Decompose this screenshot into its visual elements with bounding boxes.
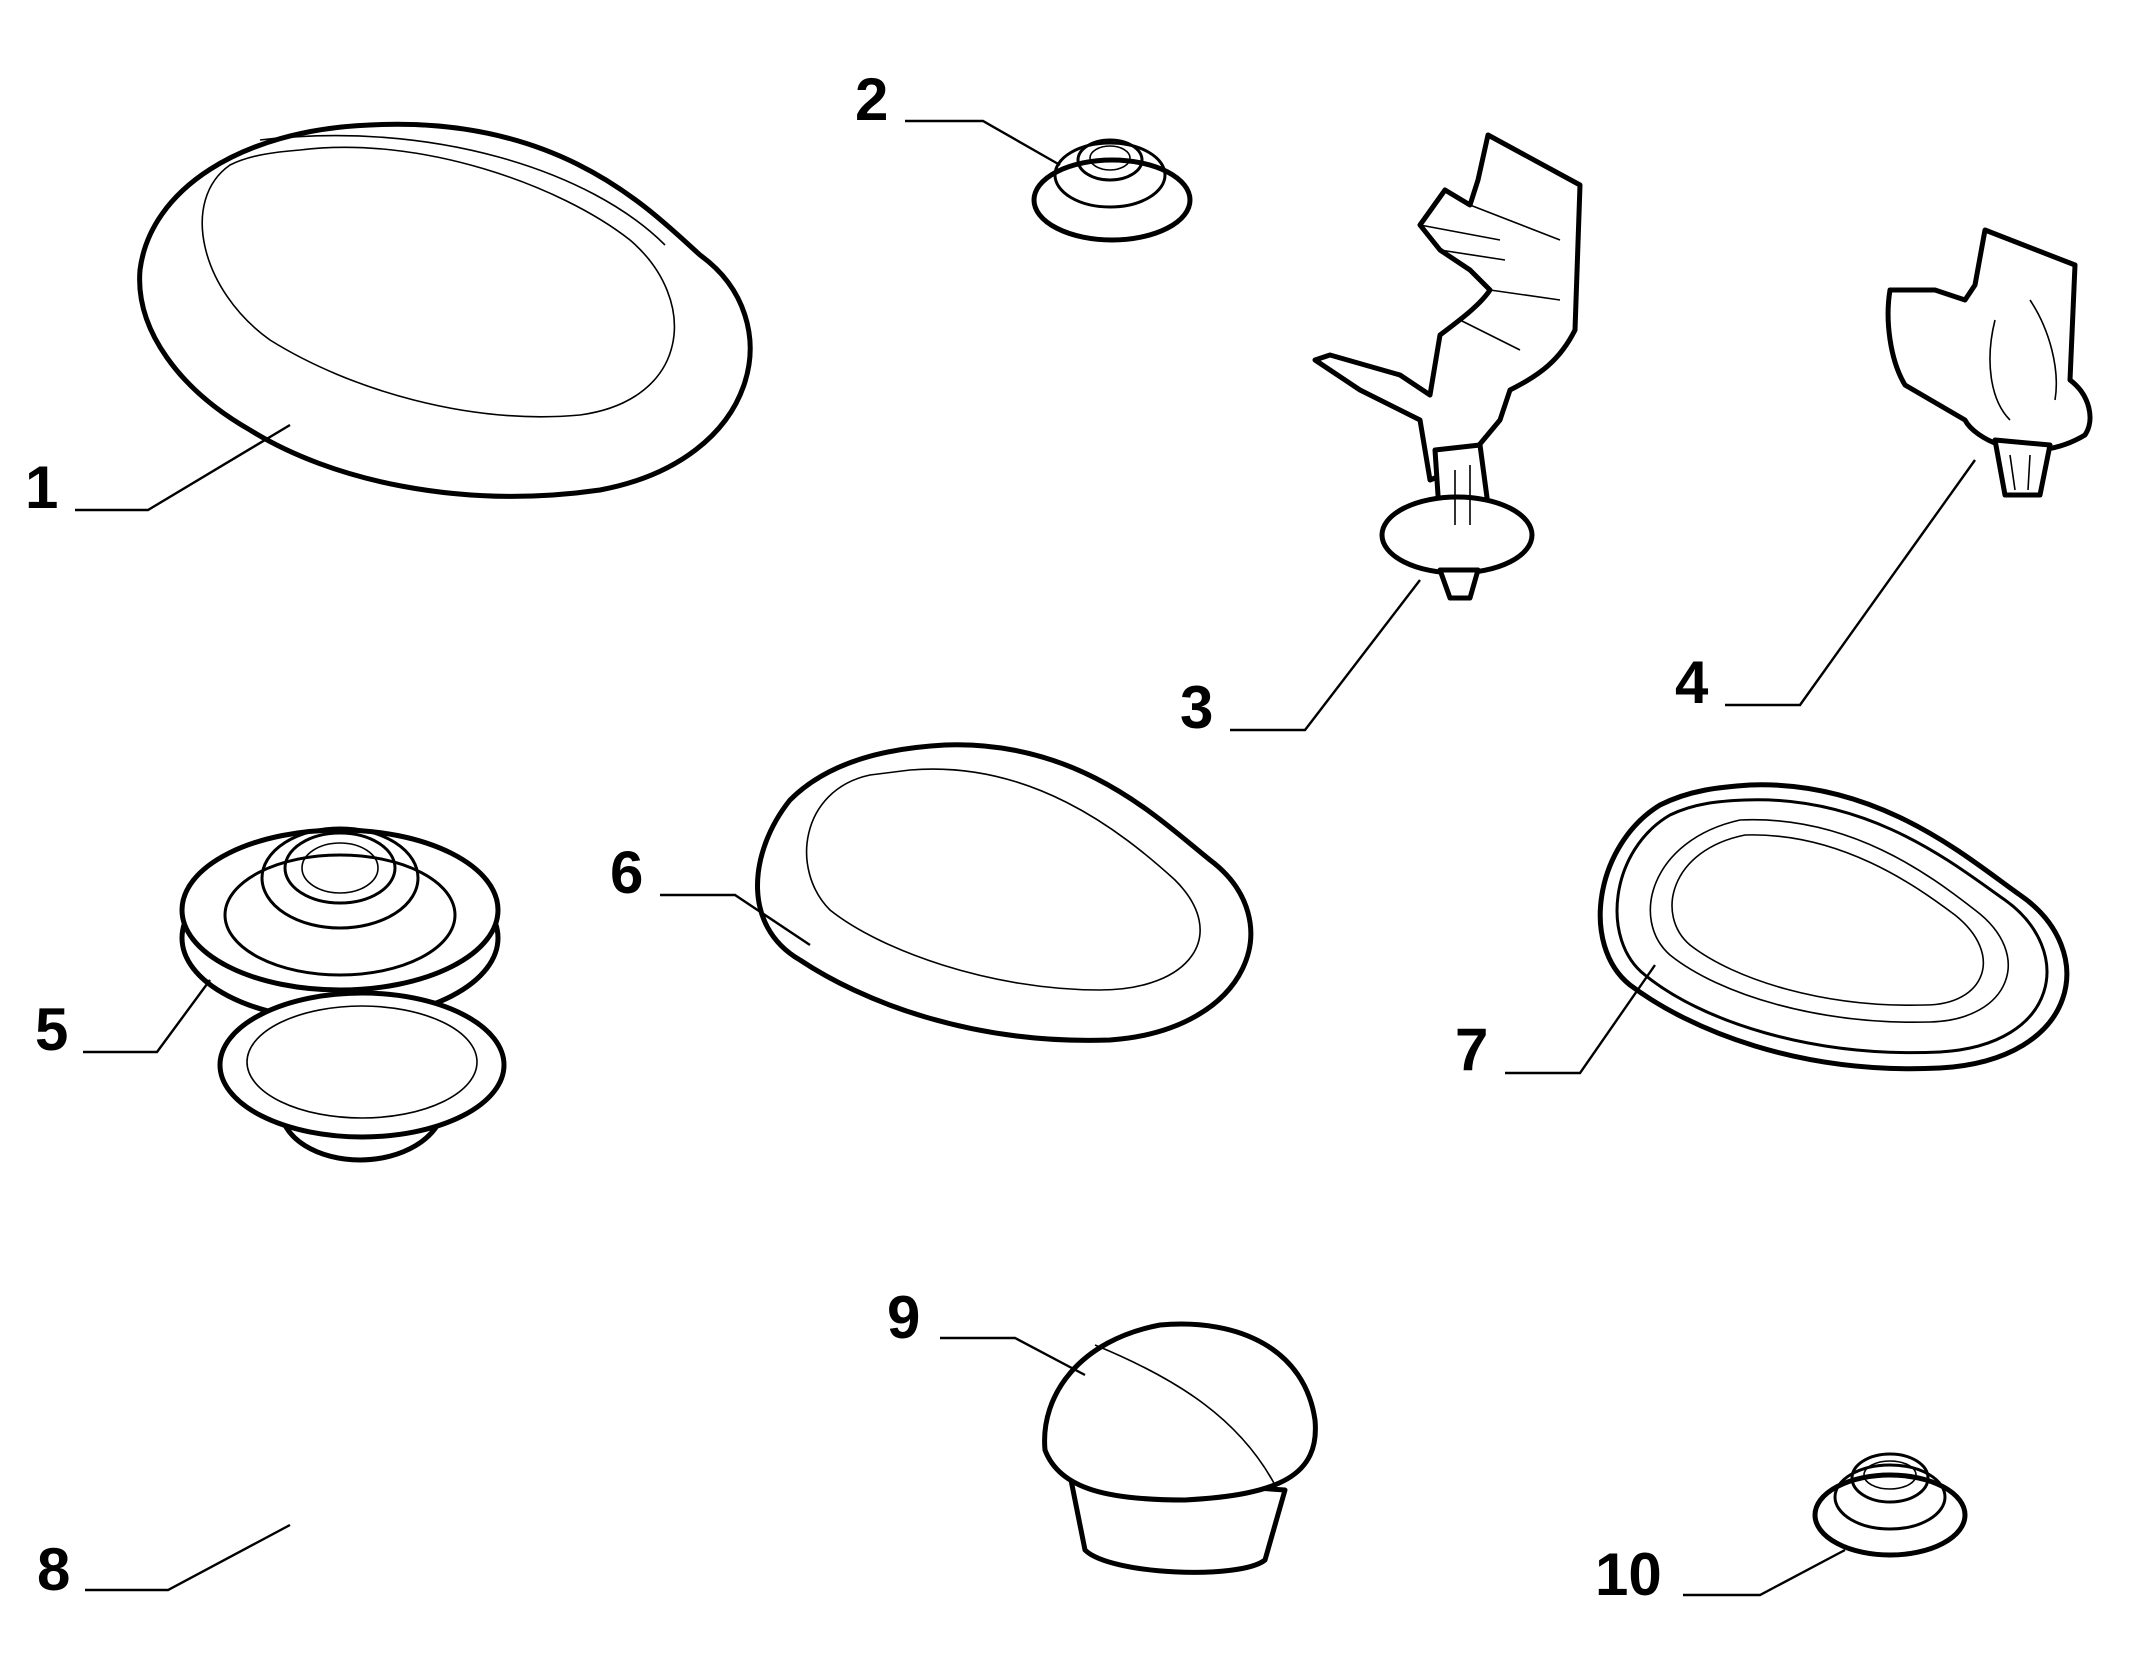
callout-1: 1 bbox=[25, 454, 58, 521]
part-1-oval-plug bbox=[137, 121, 753, 499]
leader-4 bbox=[1725, 459, 1976, 707]
leader-9 bbox=[940, 1336, 1086, 1377]
callout-8: 8 bbox=[37, 1536, 70, 1603]
part-9-mushroom-cap bbox=[1042, 1321, 1318, 1575]
part-6-oval-plug bbox=[755, 742, 1254, 1043]
part-3-pipe-clip bbox=[1312, 132, 1583, 601]
part-10-small-grommet bbox=[1812, 1452, 1968, 1558]
leader-2 bbox=[905, 119, 1061, 167]
leader-6 bbox=[660, 893, 811, 946]
callout-6: 6 bbox=[610, 839, 643, 906]
callout-10: 10 bbox=[1595, 1541, 1662, 1608]
leader-7 bbox=[1505, 964, 1656, 1075]
callout-5: 5 bbox=[35, 996, 68, 1063]
part-4-tube-clip bbox=[1885, 227, 2093, 498]
callout-9: 9 bbox=[887, 1284, 920, 1351]
part-5-stepped-grommet bbox=[179, 826, 501, 1023]
part-2-small-grommet bbox=[1031, 138, 1193, 243]
leader-lines bbox=[75, 119, 1976, 1597]
leader-8 bbox=[85, 1523, 291, 1592]
leader-5 bbox=[83, 979, 211, 1054]
callout-7: 7 bbox=[1455, 1016, 1488, 1083]
leader-10 bbox=[1683, 1548, 1846, 1597]
part-7-oval-plug bbox=[1597, 782, 2070, 1072]
callout-labels: 1 2 3 4 5 6 7 8 9 10 bbox=[25, 66, 1709, 1608]
leader-1 bbox=[75, 423, 291, 512]
callout-4: 4 bbox=[1675, 649, 1709, 716]
callout-2: 2 bbox=[855, 66, 888, 133]
callout-3: 3 bbox=[1180, 674, 1213, 741]
part-8-dome-cap bbox=[217, 990, 507, 1163]
leader-3 bbox=[1230, 579, 1421, 732]
